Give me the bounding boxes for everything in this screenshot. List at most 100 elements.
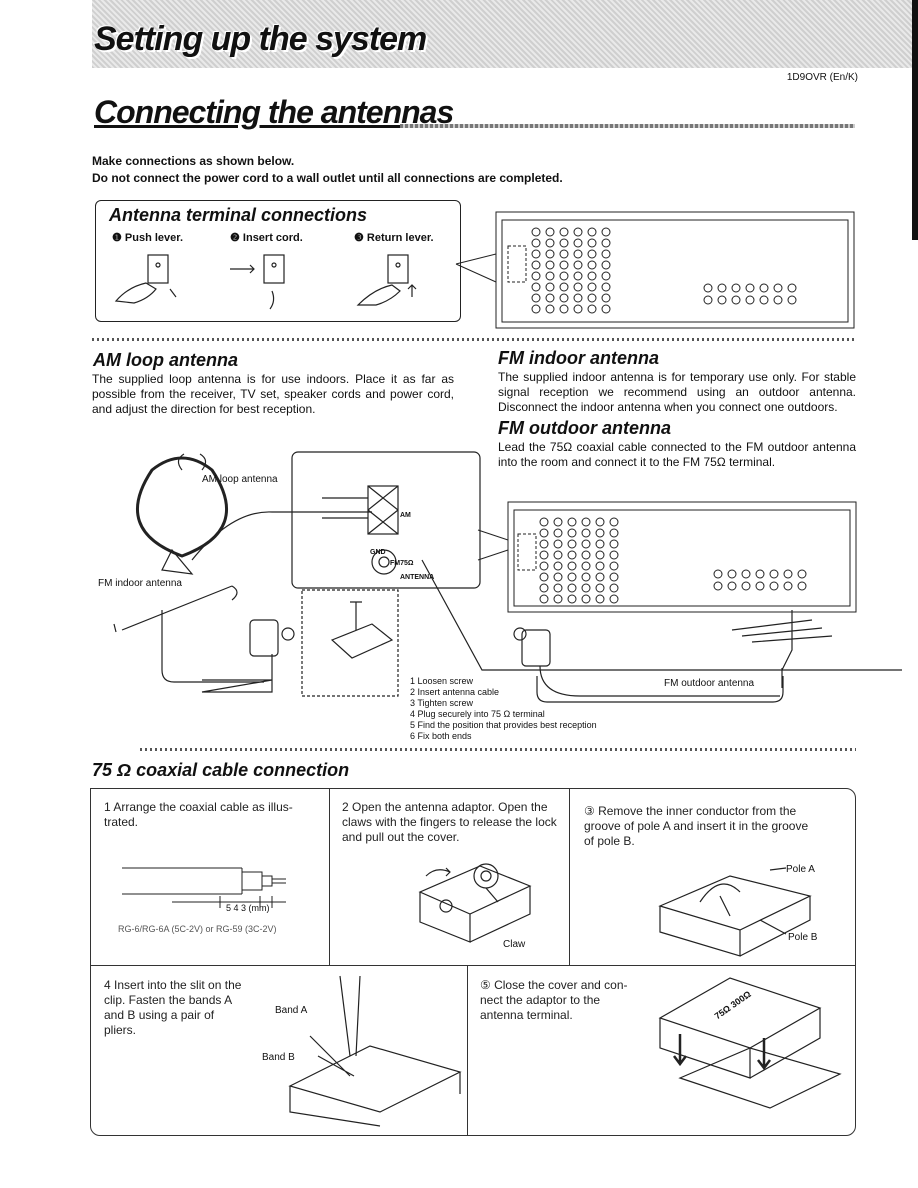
coax-step-1-text: 1 Arrange the coaxial cable as illus-tra… [104,800,293,829]
panel-jack [553,517,563,527]
panel-jack [755,581,765,591]
panel-jack [545,260,555,270]
panel-jack [567,594,577,604]
panel-jack [581,561,591,571]
panel-jack [573,238,583,248]
panel-jack [783,569,793,579]
diagram-step-4: 4 Plug securely into 75 Ω terminal [410,709,545,719]
panel-jack [553,583,563,593]
fm-outdoor-label: FM outdoor antenna [664,678,755,689]
panel-jack [539,517,549,527]
panel-jack [581,550,591,560]
pole-b-label: Pole B [788,932,818,943]
panel-jack [573,260,583,270]
panel-jack [545,271,555,281]
panel-jack [559,249,569,259]
panel-jack [595,583,605,593]
terminal-step-1: ❶ Push lever. [112,232,184,244]
divider-2 [140,748,856,751]
panel-jack [567,583,577,593]
panel-jack [573,282,583,292]
fm-indoor-label: FM indoor antenna [98,578,182,589]
adaptor-closed-illustration [658,977,842,1109]
panel-jack [553,561,563,571]
claw-label: Claw [503,939,526,950]
terminal-step-2: ❷ Insert cord. [230,232,303,244]
section-title: Connecting the antennas [94,94,454,130]
panel-jack [797,581,807,591]
panel-jack [531,293,541,303]
terminal-connections-box: Antenna terminal connections ❶ Push leve… [95,200,461,322]
instruction-1: Make connections as shown below. [92,154,295,168]
panel-jack [539,528,549,538]
panel-jack [601,227,611,237]
pliers-illustration [288,975,462,1127]
am-loop-label: AM loop antenna [202,474,278,485]
panel-jack [567,517,577,527]
panel-jack [759,283,769,293]
panel-jack [567,561,577,571]
receiver-back-panel-middle [477,501,857,613]
panel-jack [601,238,611,248]
panel-jack [609,539,619,549]
terminal-fm-label: FM75Ω [390,560,414,567]
panel-jack [787,283,797,293]
panel-jack [595,539,605,549]
panel-jack [539,572,549,582]
band-b-label: Band B [262,1052,295,1063]
am-title: AM loop antenna [93,350,238,370]
panel-jack [545,238,555,248]
panel-jack [773,283,783,293]
panel-jack [559,282,569,292]
panel-jack [553,539,563,549]
band-a-label: Band A [275,1005,308,1016]
panel-jack [567,528,577,538]
panel-jack [559,304,569,314]
adaptor-open-illustration [418,863,532,943]
panel-jack [595,528,605,538]
fm-indoor-body: The supplied indoor antenna is for tempo… [498,370,856,414]
coax-step-2-text: 2 Open the antenna adaptor. Open the cla… [342,800,557,844]
panel-jack [567,539,577,549]
coax-step-5-text: ⑤ Close the cover and con-nect the adapt… [480,978,628,1022]
coax-col-divider-1 [329,789,330,965]
diagram-step-2: 2 Insert antenna cable [410,687,500,697]
panel-jack [713,581,723,591]
terminal-hands-illustration [114,254,417,310]
coax-step-4-text: 4 Insert into the slit on the clip. Fast… [104,978,242,1037]
panel-jack [783,581,793,591]
panel-jack [587,227,597,237]
panel-jack [609,583,619,593]
panel-jack [539,550,549,560]
panel-jack [567,550,577,560]
panel-jack [731,283,741,293]
panel-jack [581,517,591,527]
panel-jack [553,594,563,604]
panel-jack [531,238,541,248]
page-edge-bar [912,0,918,240]
panel-jack [539,539,549,549]
panel-jack [755,569,765,579]
panel-jack [553,572,563,582]
instruction-2: Do not connect the power cord to a wall … [92,171,563,185]
panel-jack [573,271,583,281]
panel-jack [539,594,549,604]
panel-jack [531,227,541,237]
panel-jack [717,283,727,293]
panel-jack [717,295,727,305]
pole-a-label: Pole A [786,864,815,875]
panel-jack [759,295,769,305]
panel-jack [573,293,583,303]
diagram-step-3: 3 Tighten screw [410,698,474,708]
panel-jack [773,295,783,305]
panel-jack [573,249,583,259]
panel-jack [581,528,591,538]
panel-jack [787,295,797,305]
panel-jack [531,249,541,259]
panel-jack [587,271,597,281]
header-band [92,0,918,68]
panel-jack [609,528,619,538]
panel-jack [741,569,751,579]
panel-jack [581,539,591,549]
panel-jack [531,282,541,292]
